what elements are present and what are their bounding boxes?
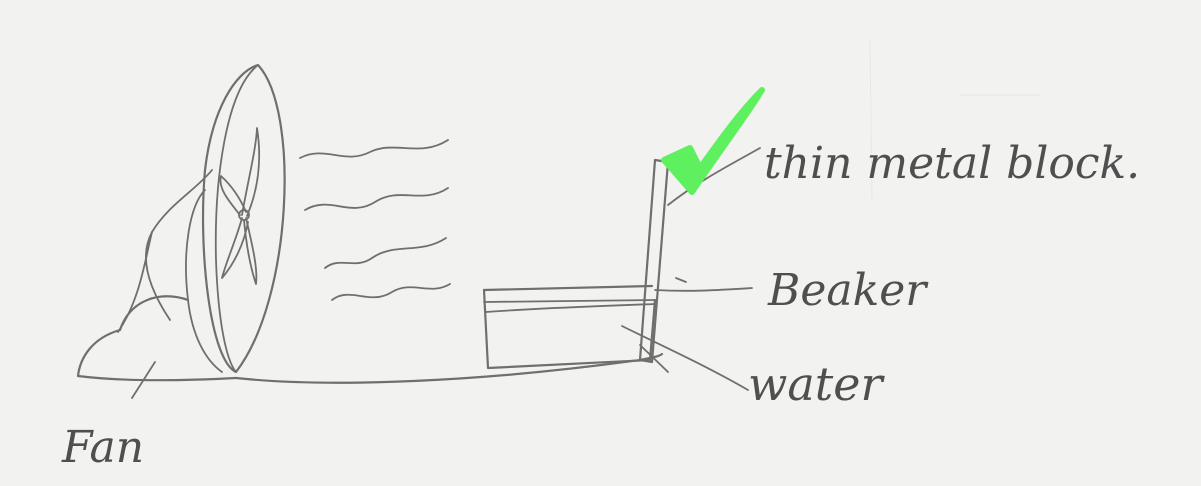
- beaker-pointer: [655, 288, 752, 291]
- metal-block-icon: [640, 160, 668, 362]
- fan-icon: [78, 65, 285, 398]
- label-water: water: [748, 357, 886, 411]
- label-beaker: Beaker: [767, 265, 929, 316]
- check-mark-icon: [664, 90, 762, 192]
- beaker-icon: [484, 286, 655, 368]
- label-fan: Fan: [61, 422, 144, 473]
- ground-line: [236, 354, 662, 383]
- air-flow-lines: [300, 140, 450, 300]
- label-metal-block: thin metal block.: [764, 138, 1140, 189]
